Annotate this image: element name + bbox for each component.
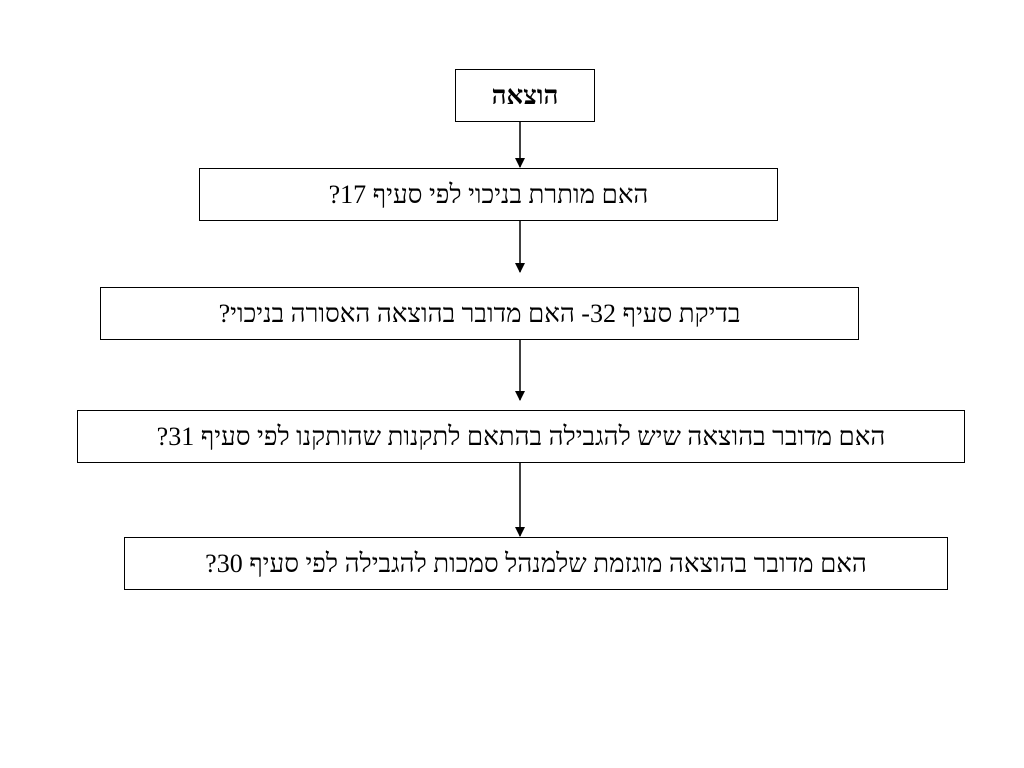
node-section-30-question: האם מדובר בהוצאה מוגזמת שלמנהל סמכות להג… (124, 537, 948, 590)
node-section-32-question: בדיקת סעיף 32- האם מדובר בהוצאה האסורה ב… (100, 287, 859, 340)
node-section-31-question: האם מדובר בהוצאה שיש להגבילה בהתאם לתקנו… (77, 410, 965, 463)
node-expense: הוצאה (455, 69, 595, 122)
node-section-17-question: האם מותרת בניכוי לפי סעיף 17? (199, 168, 778, 221)
